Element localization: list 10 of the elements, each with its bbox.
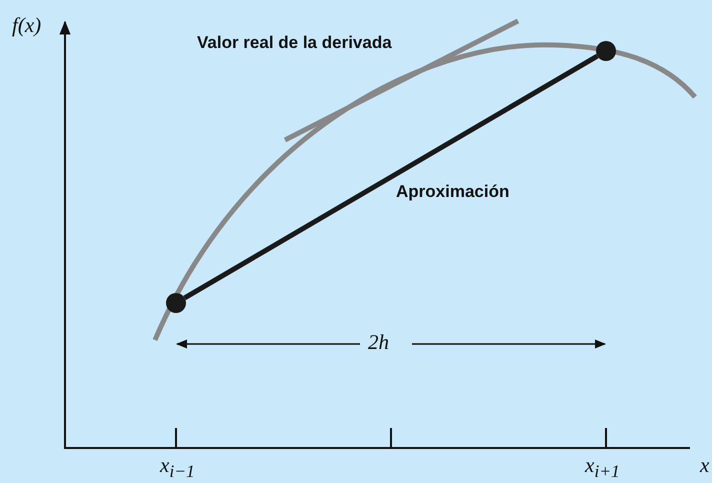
- axis-label: x: [700, 454, 710, 478]
- dimension-label: 2h: [368, 331, 389, 354]
- tick-label: x$_{i+1}$: [585, 454, 620, 482]
- annotation-text: Aproximación: [396, 183, 510, 202]
- annotation-text: Valor real de la derivada: [197, 34, 392, 53]
- point-marker: [166, 293, 186, 313]
- secant-line: [183, 54, 599, 300]
- tick-label: x$_{i−1}$: [160, 454, 195, 482]
- point-marker: [596, 41, 616, 61]
- axis-label: f(x): [12, 14, 42, 38]
